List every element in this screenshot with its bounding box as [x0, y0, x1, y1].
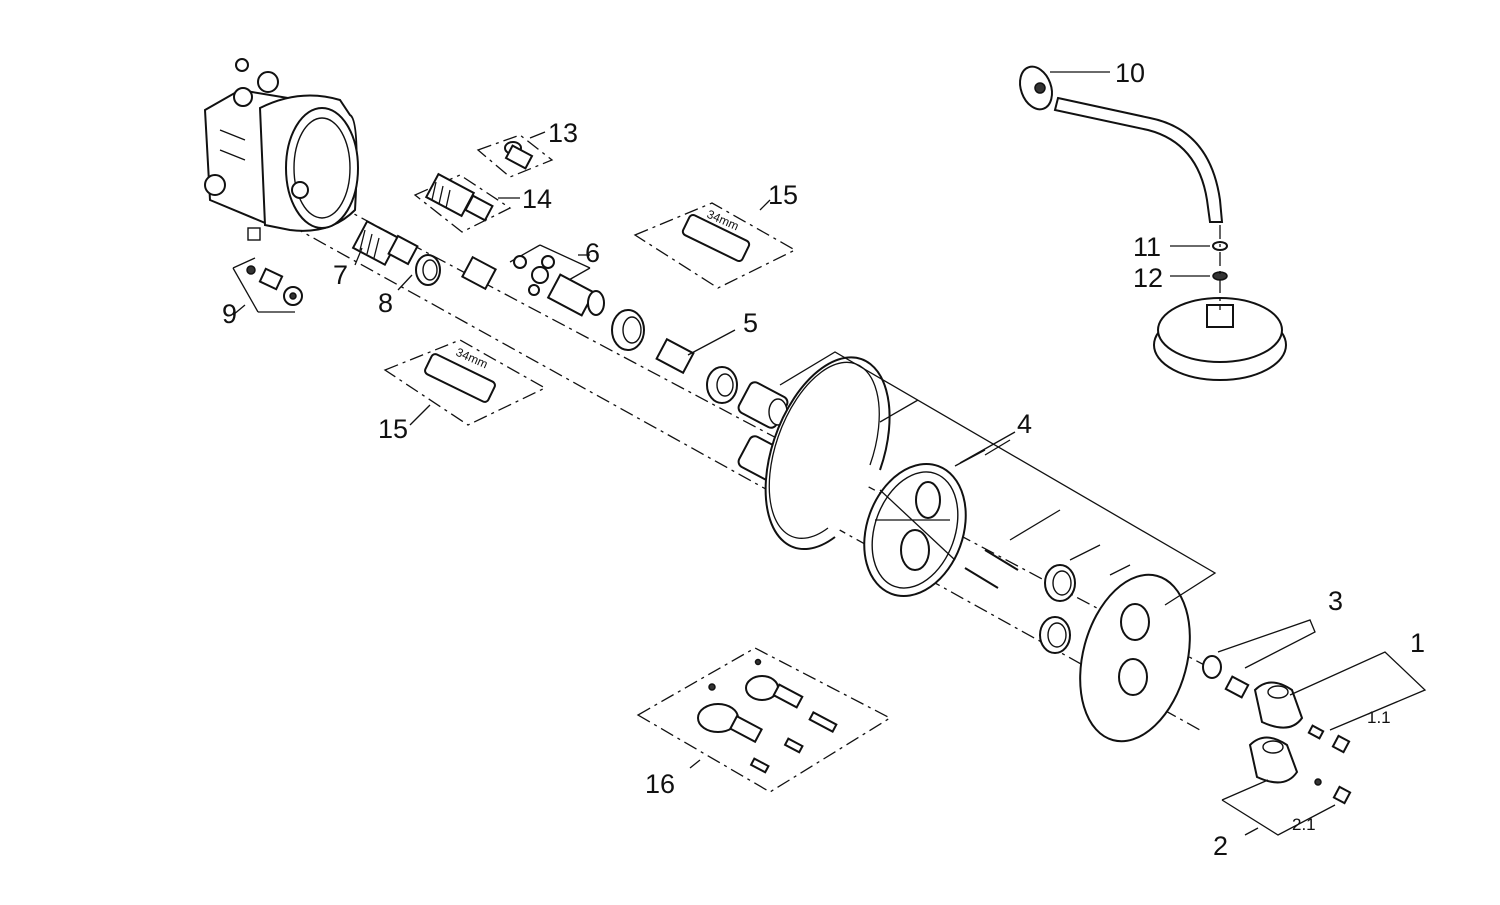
leader-lines — [232, 71, 1259, 836]
callout-16: 16 — [645, 769, 675, 799]
part-5-parts — [611, 309, 738, 404]
callout-13: 13 — [548, 118, 578, 148]
part-2-handle — [1221, 736, 1352, 836]
part-14-box — [413, 172, 512, 233]
axis-lower — [289, 224, 1201, 731]
part-3-parts — [1202, 619, 1316, 699]
part-6-assembly — [509, 244, 605, 317]
callout-7: 7 — [333, 260, 348, 290]
part-9-parts — [232, 257, 303, 313]
callout-15-lower: 15 — [378, 414, 408, 444]
shower-arm-assembly — [1019, 65, 1287, 381]
callout-6: 6 — [585, 238, 600, 268]
part-4-split-ring — [764, 356, 891, 551]
part-7-cartridge — [351, 219, 419, 267]
parts-box-16 — [636, 647, 892, 793]
callout-11: 11 — [1133, 232, 1161, 262]
callout-5: 5 — [743, 308, 758, 338]
part-4-o-rings — [1039, 564, 1076, 654]
concealed-valve-body — [203, 58, 359, 241]
callout-2-1: 2.1 — [1292, 815, 1316, 834]
part-8-ring — [415, 254, 497, 291]
callout-14: 14 — [522, 184, 552, 214]
callout-12: 12 — [1133, 263, 1163, 293]
part-4-escutcheon — [1079, 573, 1191, 743]
callout-1-1: 1.1 — [1367, 708, 1391, 727]
callout-4: 4 — [1017, 409, 1032, 439]
part-13-box — [476, 134, 554, 178]
callout-15-upper: 15 — [768, 180, 798, 210]
part-4-leaders — [779, 351, 1217, 606]
callout-9: 9 — [222, 299, 237, 329]
callout-10: 10 — [1115, 58, 1145, 88]
callout-3: 3 — [1328, 586, 1343, 616]
part-1-handle — [1253, 651, 1427, 754]
callout-8: 8 — [378, 288, 393, 318]
part-4-mounting-plate — [863, 463, 967, 597]
part-4-screws — [964, 549, 1019, 589]
callouts: 1 1.1 2 2.1 3 4 5 6 7 8 9 10 11 12 13 14… — [222, 58, 1425, 861]
callout-2: 2 — [1213, 831, 1228, 861]
tool-box-15-upper: 34mm — [633, 202, 797, 289]
callout-1: 1 — [1410, 628, 1425, 658]
